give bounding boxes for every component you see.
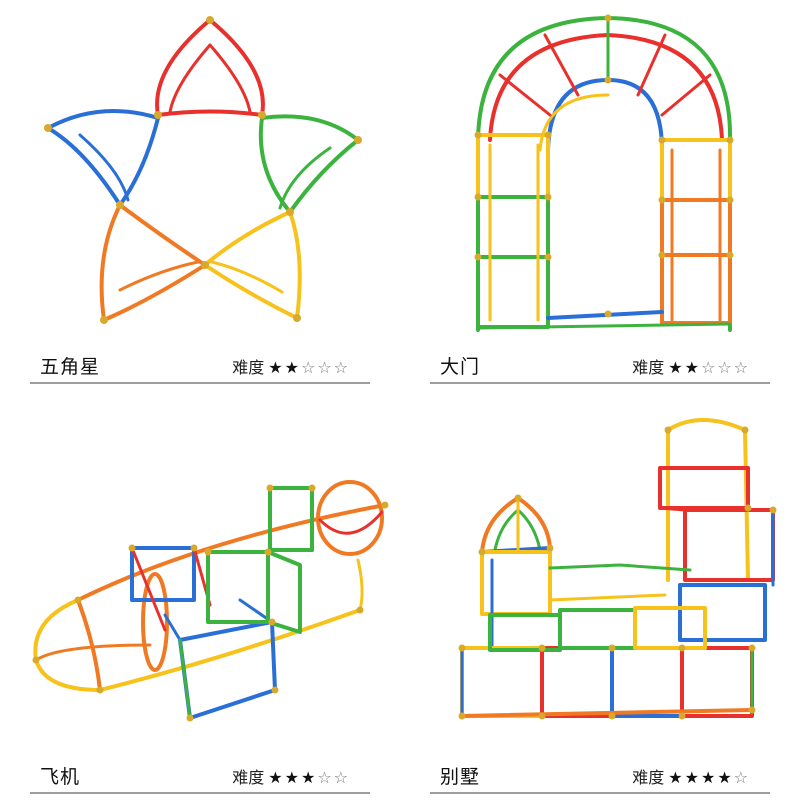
star-filled-icon: ★ xyxy=(300,768,318,787)
star-filled-icon: ★ xyxy=(700,768,718,787)
star-filled-icon: ★ xyxy=(268,358,285,377)
star-empty-icon: ☆ xyxy=(333,358,350,377)
model-title: 别墅 xyxy=(440,766,481,788)
caption-bar: 别墅 难度★★★★☆ xyxy=(430,756,770,794)
difficulty-rating: 难度★★☆☆☆ xyxy=(632,354,750,378)
star-filled-icon: ★ xyxy=(284,768,301,787)
caption-bar: 飞机 难度★★★☆☆ xyxy=(30,756,370,794)
model-title: 大门 xyxy=(440,356,481,378)
difficulty-label: 难度 xyxy=(232,358,265,377)
star-empty-icon: ☆ xyxy=(717,358,734,377)
star-rating-icon: ★★☆☆☆ xyxy=(668,358,750,377)
difficulty-label: 难度 xyxy=(632,768,665,787)
star-model-illustration xyxy=(44,16,362,324)
star-empty-icon: ☆ xyxy=(700,358,718,377)
model-title: 飞机 xyxy=(40,766,81,788)
model-card-airplane: 飞机 难度★★★☆☆ xyxy=(0,400,400,800)
star-filled-icon: ★ xyxy=(684,768,701,787)
caption-bar: 大门 难度★★☆☆☆ xyxy=(430,346,770,384)
star-rating-icon: ★★★☆☆ xyxy=(268,768,350,787)
difficulty-rating: 难度★★★☆☆ xyxy=(232,764,350,788)
star-filled-icon: ★ xyxy=(717,768,734,787)
model-card-villa: 别墅 难度★★★★☆ xyxy=(400,400,800,800)
model-card-door: 大门 难度★★☆☆☆ xyxy=(400,0,800,400)
villa-model-illustration xyxy=(458,418,777,720)
airplane-model-illustration xyxy=(32,480,389,722)
star-empty-icon: ☆ xyxy=(733,768,750,787)
star-filled-icon: ★ xyxy=(684,358,701,377)
star-empty-icon: ☆ xyxy=(300,358,318,377)
star-filled-icon: ★ xyxy=(284,358,301,377)
star-filled-icon: ★ xyxy=(668,768,685,787)
door-model-illustration xyxy=(474,14,734,332)
star-empty-icon: ☆ xyxy=(317,768,334,787)
difficulty-label: 难度 xyxy=(632,358,665,377)
star-filled-icon: ★ xyxy=(668,358,685,377)
star-rating-icon: ★★★★☆ xyxy=(668,768,750,787)
model-card-star: 五角星 难度★★☆☆☆ xyxy=(0,0,400,400)
star-filled-icon: ★ xyxy=(268,768,285,787)
model-title: 五角星 xyxy=(40,356,101,378)
difficulty-label: 难度 xyxy=(232,768,265,787)
difficulty-rating: 难度★★☆☆☆ xyxy=(232,354,350,378)
star-empty-icon: ☆ xyxy=(317,358,334,377)
star-empty-icon: ☆ xyxy=(733,358,750,377)
caption-bar: 五角星 难度★★☆☆☆ xyxy=(30,346,370,384)
star-rating-icon: ★★☆☆☆ xyxy=(268,358,350,377)
star-empty-icon: ☆ xyxy=(333,768,350,787)
difficulty-rating: 难度★★★★☆ xyxy=(632,764,750,788)
